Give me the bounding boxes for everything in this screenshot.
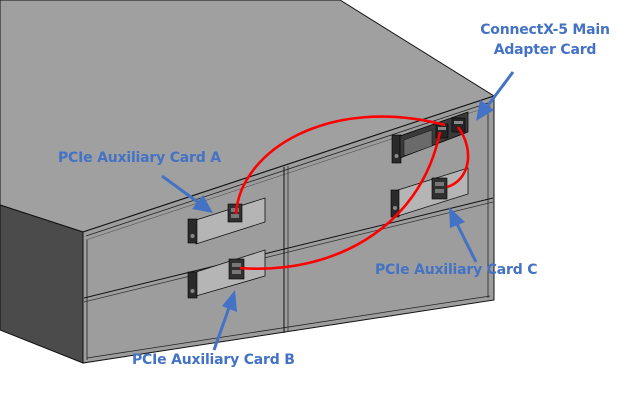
cable-main-to-card-c: [446, 126, 470, 189]
callout-arrow-main-adapter: [476, 71, 515, 121]
pcie-card-c: [390, 167, 469, 218]
chassis-front-face: [82, 95, 495, 364]
chassis-bottom-lip: [86, 295, 491, 359]
chassis-front-lip: [85, 101, 492, 237]
label-main-adapter: ConnectX-5 Main Adapter Card: [470, 20, 620, 60]
label-card-c: PCIe Auxiliary Card C: [375, 262, 538, 278]
cable-main-to-card-b: [239, 131, 442, 270]
callout-arrow-card-b: [212, 290, 237, 351]
label-card-a: PCIe Auxiliary Card A: [58, 150, 221, 166]
bay-divider-horizontal: [83, 197, 494, 299]
chassis-side-face: [0, 204, 84, 364]
connectx5-main-adapter: [391, 111, 469, 164]
label-main-adapter-line-2: Adapter Card: [493, 42, 597, 58]
callout-arrow-card-a: [161, 174, 213, 213]
cable-main-to-card-a: [234, 115, 446, 215]
pcie-card-a: [187, 197, 266, 245]
pcie-card-b: [187, 249, 266, 299]
bay-divider-horizontal: [83, 201, 494, 303]
callout-arrow-card-c: [449, 207, 478, 263]
label-card-b: PCIe Auxiliary Card B: [132, 352, 295, 368]
label-main-adapter-line-1: ConnectX-5 Main: [480, 22, 610, 38]
